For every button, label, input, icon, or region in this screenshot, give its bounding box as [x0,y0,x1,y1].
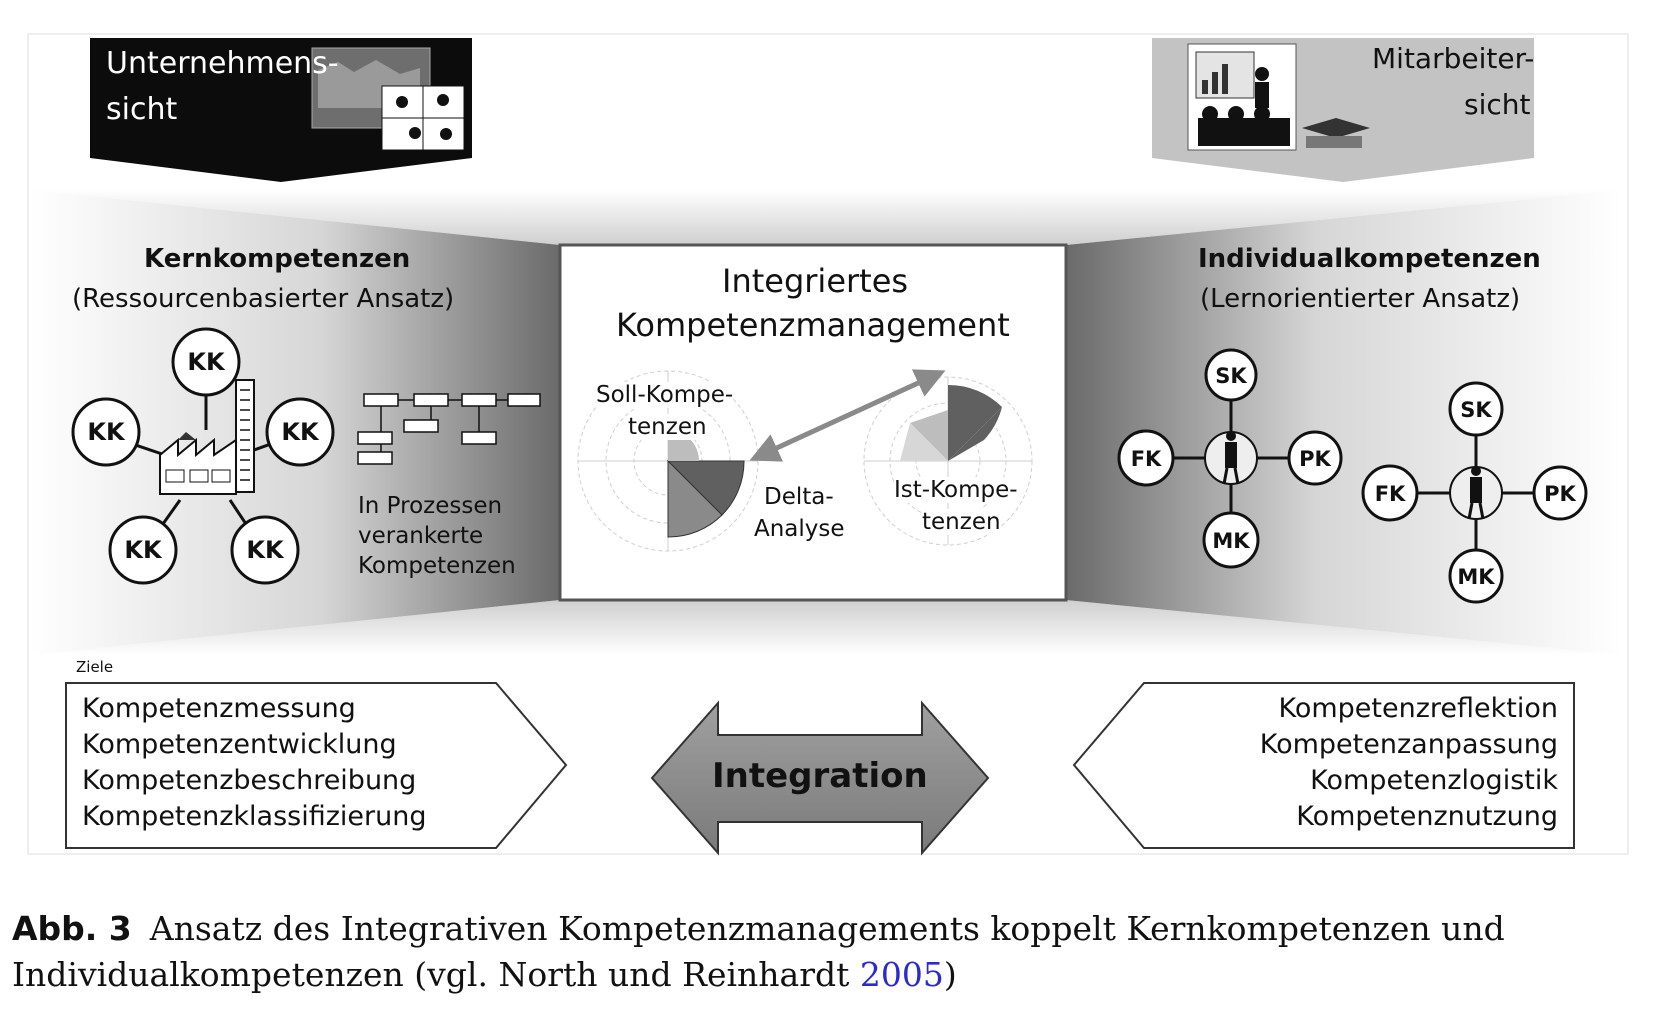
caption-citation-link[interactable]: 2005 [859,955,944,994]
goals-label: Ziele [76,658,114,676]
right-goals-box [1072,682,1575,849]
integration-arrow [650,700,990,856]
map-image [311,47,465,151]
person-cross-1 [1150,392,1310,532]
presentation-image [1187,43,1370,151]
sk-node-2-label: SK [1460,398,1492,422]
pk-node-1-circle [1287,430,1343,486]
mk-node-1-label: MK [1212,529,1250,553]
delta-arrow [749,369,946,462]
left-goal-4: Kompetenzklassifizierung [82,801,427,832]
mk-node-2-label: MK [1457,565,1495,589]
pk-node-1-label: PK [1299,447,1331,471]
top-right-line2: sicht [1464,88,1531,121]
pk-node-2-label: PK [1544,482,1576,506]
caption-label: Abb. 3 [12,909,132,948]
top-left-line1: Unternehmens- [106,46,339,81]
kk-node-bottom-left-circle [108,515,178,585]
factory-icon [159,379,255,495]
integration-label: Integration [712,756,928,796]
sk-node-2-circle [1448,381,1504,437]
person-cross-2 [1394,425,1554,565]
top-right-line1: Mitarbeiter- [1372,42,1535,75]
right-title: Individualkompetenzen [1198,244,1541,274]
process-text-2: verankerte [358,523,484,549]
sk-node-1-circle [1204,348,1258,402]
mk-node-2-circle [1448,548,1504,604]
pk-node-2-circle [1532,465,1588,521]
process-text-3: Kompetenzen [358,553,516,579]
right-goal-1: Kompetenzreflektion [1278,693,1558,724]
fk-node-2-label: FK [1375,482,1406,506]
kk-node-bottom-left-label: KK [124,536,163,564]
left-subtitle: (Ressourcenbasierter Ansatz) [72,284,455,314]
ist-label-1: Ist-Kompe- [894,477,1018,503]
kk-node-left-label: KK [87,418,126,446]
left-goals-box [65,682,568,849]
kk-node-bottom-right-label: KK [246,536,285,564]
fk-node-1-label: FK [1131,447,1162,471]
left-goal-2: Kompetenzentwicklung [82,729,397,760]
caption-text: Ansatz des Integrativen Kompetenzmanagem… [12,909,1505,994]
kk-node-top-label: KK [187,348,226,376]
mk-node-1-circle [1202,511,1260,569]
left-goal-1: Kompetenzmessung [82,693,356,724]
delta-label-2: Analyse [754,516,845,542]
kk-node-right-label: KK [281,418,320,446]
nodes: KK KK KK KK KK SK FK PK MK SK FK PK MK [71,327,1588,604]
factory-cluster [105,365,297,546]
kk-node-left-circle [71,397,141,467]
right-subtitle: (Lernorientierter Ansatz) [1200,284,1521,314]
soll-label-2: tenzen [628,414,707,440]
kk-node-bottom-right-circle [230,515,300,585]
sk-node-1-label: SK [1215,364,1247,388]
process-text-1: In Prozessen [358,493,503,519]
left-title: Kernkompetenzen [144,244,411,274]
delta-label-1: Delta- [764,484,834,510]
soll-label-1: Soll-Kompe- [596,382,734,408]
center-title-1: Integriertes [722,262,909,300]
top-left-line2: sicht [106,92,178,127]
fk-node-2-circle [1361,464,1419,522]
top-wedge [30,190,1622,245]
process-diagram [357,393,541,465]
kk-node-right-circle [265,397,335,467]
left-goal-3: Kompetenzbeschreibung [82,765,417,796]
right-goal-4: Kompetenznutzung [1296,801,1558,832]
ist-label-2: tenzen [922,509,1001,535]
center-title-2: Kompetenzmanagement [616,306,1010,344]
bottom-wedge [30,600,1622,655]
fk-node-1-circle [1117,429,1175,487]
right-goal-3: Kompetenzlogistik [1310,765,1558,796]
caption-close: ) [943,955,957,994]
kk-node-top-circle [171,327,241,397]
right-goal-2: Kompetenzanpassung [1259,729,1558,760]
